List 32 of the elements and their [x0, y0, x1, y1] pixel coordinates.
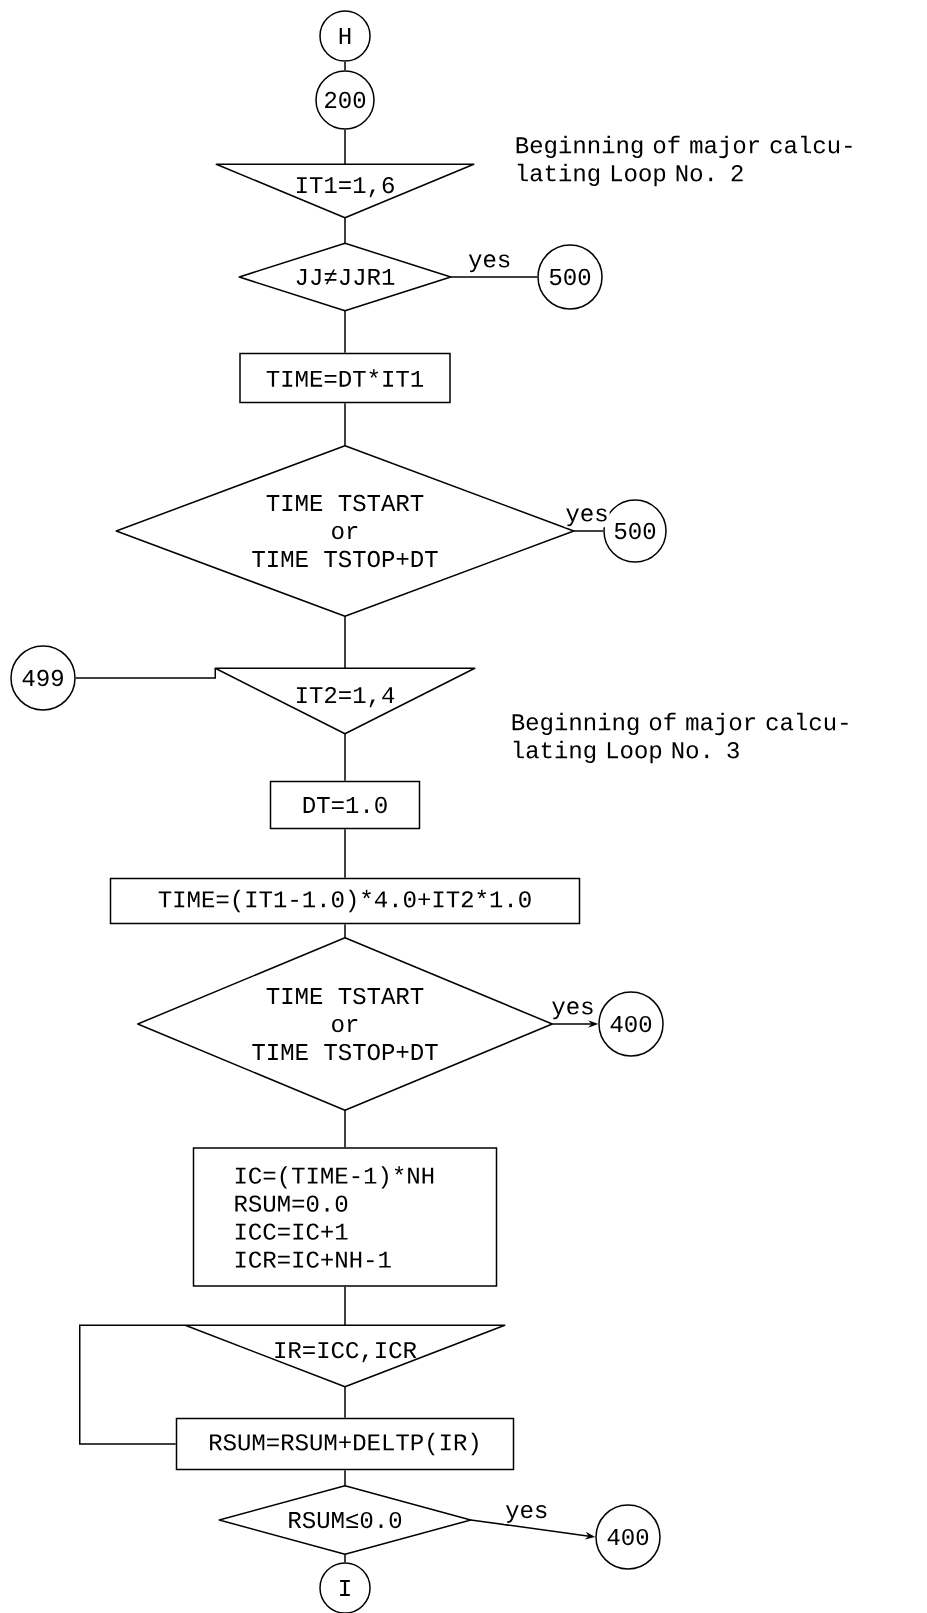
loop-triangle: IT1=1,6	[215, 163, 475, 219]
note-text: Beginning of major calcu-lating Loop No. 2	[516, 135, 852, 187]
process-box: RSUM=RSUM+DELTP(IR)	[175, 1417, 515, 1471]
flow-line	[344, 733, 346, 782]
edge-label: yes	[564, 507, 610, 528]
flow-line	[450, 276, 538, 278]
loop-triangle: IT2=1,4	[214, 667, 476, 735]
edge-label: yes	[467, 253, 513, 274]
flow-line	[344, 1286, 346, 1326]
edge-label: yes	[550, 1000, 596, 1021]
flow-line	[344, 828, 346, 879]
note-text: Beginning of major calcu-lating Loop No. 3	[512, 712, 848, 764]
flow-line	[344, 129, 346, 165]
flow-line	[344, 1386, 346, 1419]
flow-line	[344, 923, 346, 939]
process-box: TIME=(IT1-1.0)*4.0+IT2*1.0	[109, 877, 581, 925]
flow-line	[75, 667, 216, 679]
flow-line	[344, 1469, 346, 1487]
flow-line	[573, 530, 604, 532]
process-box: IC=(TIME-1)*NH RSUM=0.0 ICC=IC+1 ICR=IC+NH-1	[192, 1147, 498, 1287]
flow-line	[344, 615, 346, 669]
flow-line	[79, 1324, 186, 1445]
flow-line	[344, 310, 346, 354]
flow-line	[344, 217, 346, 244]
loop-triangle: IR=ICC,ICR	[184, 1324, 506, 1388]
process-box: TIME=DT*IT1	[239, 352, 451, 404]
flow-line	[344, 402, 346, 447]
flow-line	[344, 1109, 346, 1148]
flow-line	[344, 1553, 346, 1563]
edge-label: yes	[504, 1504, 550, 1524]
flow-line	[344, 61, 346, 71]
process-box: DT=1.0	[269, 780, 421, 830]
